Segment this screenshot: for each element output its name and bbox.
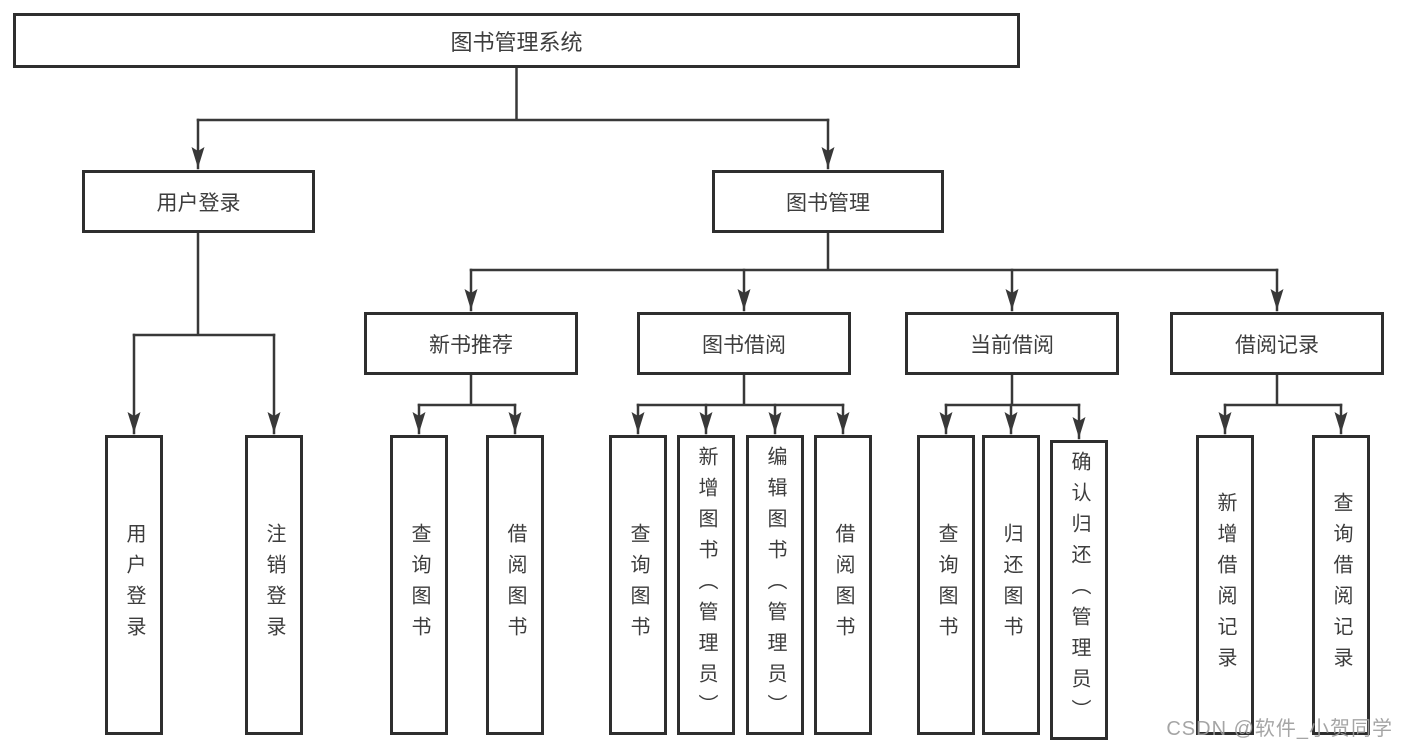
leaf-add-books-admin: 新增图书（管理员） [677, 435, 735, 735]
leaf-query-books-current: 查询图书 [917, 435, 975, 735]
connector-newbooks-trunk [417, 373, 517, 407]
connector-borrow-trunk [636, 373, 845, 407]
leaf-return-books: 归还图书 [982, 435, 1040, 735]
connector-bookmgmt-trunk [469, 230, 1279, 272]
leaf-query-borrow-record: 查询借阅记录 [1312, 435, 1370, 735]
connector-userlogin-trunk [132, 231, 276, 337]
leaf-borrow-books: 借阅图书 [814, 435, 872, 735]
leaf-user-login: 用户登录 [105, 435, 163, 735]
connector-root-trunk [196, 66, 830, 122]
leaf-edit-books-admin: 编辑图书（管理员） [746, 435, 804, 735]
leaf-query-books-borrow: 查询图书 [609, 435, 667, 735]
node-borrowing-records: 借阅记录 [1170, 312, 1384, 375]
leaf-logout: 注销登录 [245, 435, 303, 735]
node-book-borrowing: 图书借阅 [637, 312, 851, 375]
leaf-add-borrow-record: 新增借阅记录 [1196, 435, 1254, 735]
connector-current-trunk [944, 373, 1081, 407]
node-current-borrowing: 当前借阅 [905, 312, 1119, 375]
connector-records-trunk [1223, 373, 1343, 407]
node-book-management: 图书管理 [712, 170, 944, 233]
leaf-confirm-return-admin: 确认归还（管理员） [1050, 440, 1108, 740]
node-library-system: 图书管理系统 [13, 13, 1020, 68]
node-user-login-group: 用户登录 [82, 170, 315, 233]
leaf-borrow-books-recommend: 借阅图书 [486, 435, 544, 735]
leaf-query-books-recommend: 查询图书 [390, 435, 448, 735]
node-new-book-recommend: 新书推荐 [364, 312, 578, 375]
